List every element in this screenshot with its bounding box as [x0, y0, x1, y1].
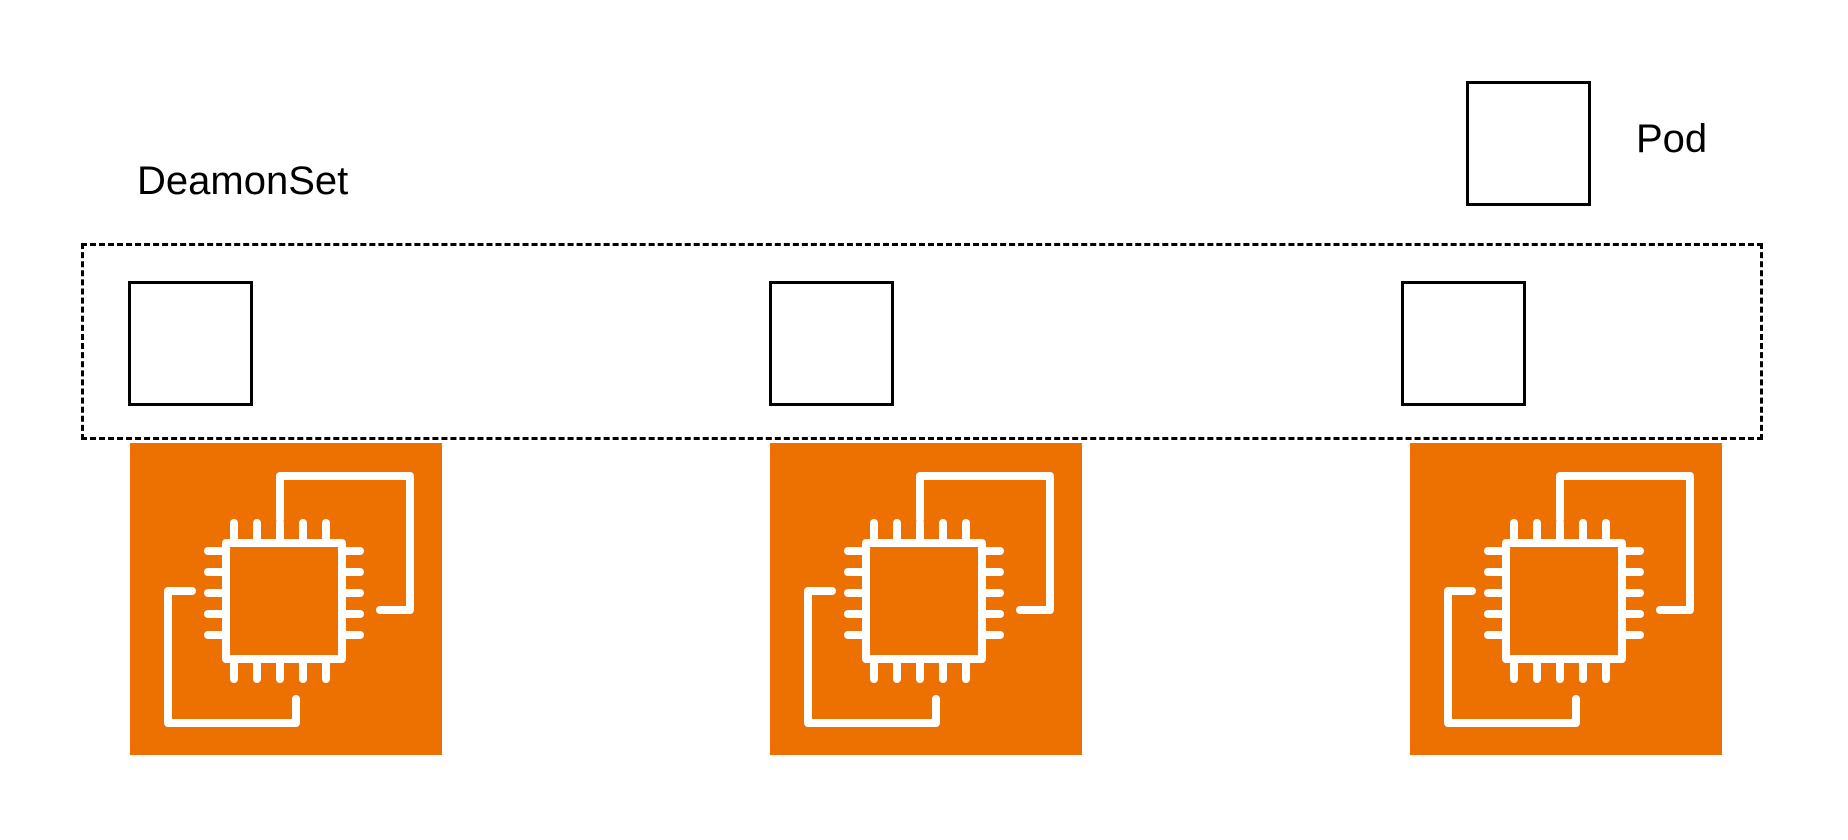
- node-1-ec2-icon: [130, 443, 442, 755]
- legend-pod-square: [1466, 81, 1591, 206]
- ec2-instances-chip-icon: [130, 443, 442, 755]
- daemonset-label: DeamonSet: [137, 159, 349, 203]
- daemonset-boundary: [81, 243, 1763, 440]
- pod-2: [769, 281, 894, 406]
- node-3-ec2-icon: [1410, 443, 1722, 755]
- ec2-instances-chip-icon: [770, 443, 1082, 755]
- legend-pod-label: Pod: [1636, 117, 1708, 161]
- pod-3: [1401, 281, 1526, 406]
- ec2-instances-chip-icon: [1410, 443, 1722, 755]
- pod-1: [128, 281, 253, 406]
- node-2-ec2-icon: [770, 443, 1082, 755]
